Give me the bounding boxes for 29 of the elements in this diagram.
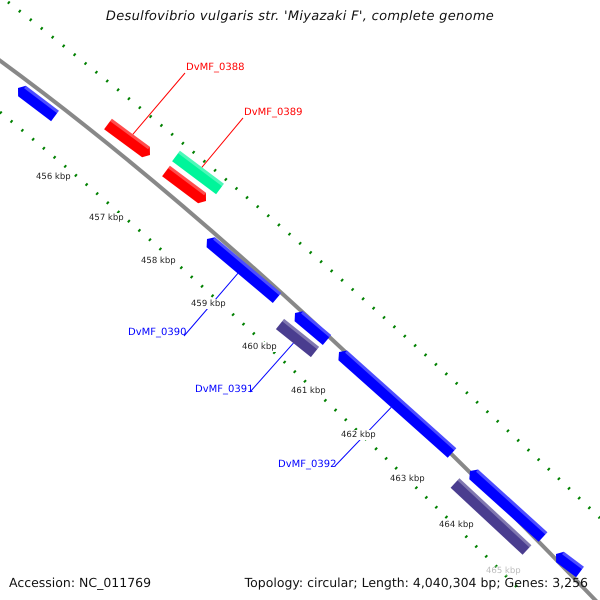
leader-line xyxy=(132,72,186,135)
gene-feature xyxy=(172,150,224,194)
tick-label: 459 kbp xyxy=(190,299,227,309)
gene-feature xyxy=(162,166,206,204)
gene-label: DvMF_0388 xyxy=(186,62,244,73)
gene-label: DvMF_0389 xyxy=(244,107,302,118)
leader-line xyxy=(250,342,294,392)
gene-feature xyxy=(104,118,150,158)
gene-feature xyxy=(556,552,584,578)
gene-feature xyxy=(338,350,456,458)
gene-label: DvMF_0390 xyxy=(128,327,186,338)
tick-label: 463 kbp xyxy=(389,474,426,484)
gene-feature xyxy=(276,318,320,358)
gene-label: DvMF_0391 xyxy=(195,384,254,395)
title: Desulfovibrio vulgaris str. 'Miyazaki F', complete genome xyxy=(104,9,496,24)
leader-line xyxy=(201,118,244,168)
tick-label: 460 kbp xyxy=(241,342,278,352)
tick-label: 458 kbp xyxy=(140,256,177,266)
gene-label: DvMF_0392 xyxy=(278,459,336,470)
tick-label: 462 kbp xyxy=(340,430,377,440)
accession-label: Accession: NC_011769 xyxy=(9,575,152,590)
tick-label: 465 kbp xyxy=(485,566,522,576)
genome-info: Topology: circular; Length: 4,040,304 bp; Genes: 3,256 xyxy=(244,575,588,590)
tick-label: 461 kbp xyxy=(290,386,327,396)
tick-label: 456 kbp xyxy=(35,172,72,182)
gene-feature xyxy=(294,311,332,345)
gene-feature xyxy=(18,86,59,122)
tick-label: 457 kbp xyxy=(88,213,125,223)
tick-label: 464 kbp xyxy=(438,520,475,530)
